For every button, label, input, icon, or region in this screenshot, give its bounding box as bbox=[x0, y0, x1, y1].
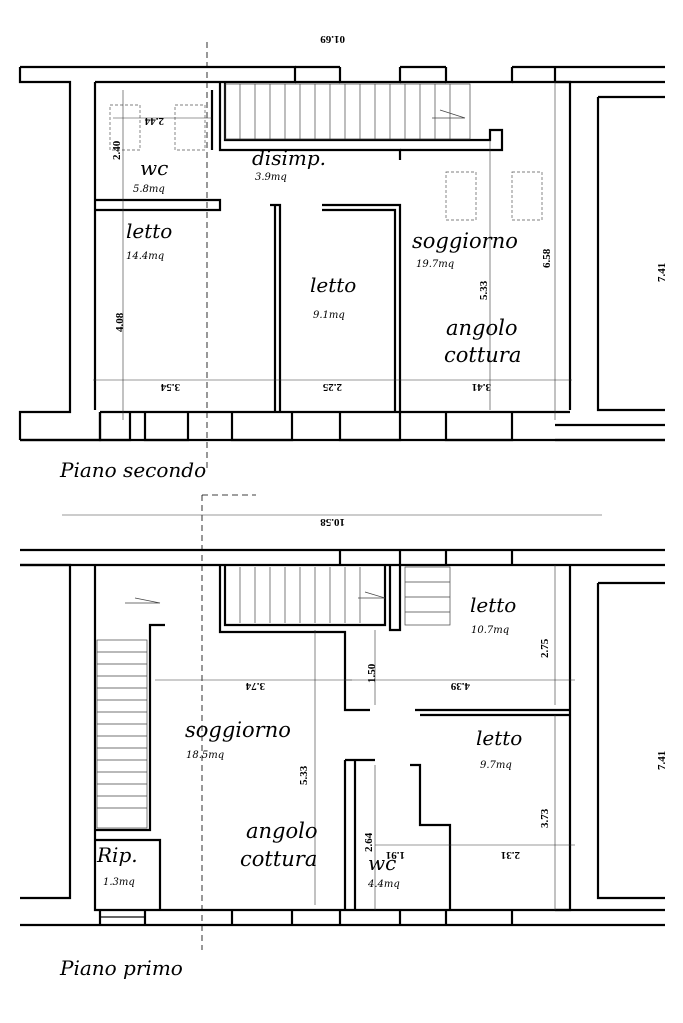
ff-rip-name: Rip. bbox=[96, 843, 138, 867]
first-floor-title: Piano primo bbox=[59, 956, 183, 980]
sf-dim-top: 01.69 bbox=[320, 33, 345, 45]
ff-dim-533: 5.33 bbox=[298, 765, 310, 785]
sf-disimp-name: disimp. bbox=[252, 146, 326, 170]
ff-letto2-name: letto bbox=[476, 726, 522, 750]
sf-angolo-line2: cottura bbox=[444, 343, 521, 367]
ff-angolo-line1: angolo bbox=[246, 819, 318, 843]
sf-wc-name: wc bbox=[140, 156, 168, 180]
sf-soggiorno-name: soggiorno bbox=[412, 229, 518, 253]
sf-dim-354: 3.54 bbox=[160, 381, 180, 393]
sf-letto2-area: 9.1mq bbox=[313, 310, 345, 321]
ff-dim-373: 3.73 bbox=[539, 808, 551, 828]
sf-wc-area: 5.8mq bbox=[133, 184, 165, 195]
ff-angolo-line2: cottura bbox=[240, 847, 317, 871]
sf-letto1-area: 14.4mq bbox=[126, 251, 164, 262]
ff-rip-area: 1.3mq bbox=[103, 877, 135, 888]
ff-dim-275: 2.75 bbox=[539, 638, 551, 658]
sf-letto2-name: letto bbox=[310, 273, 356, 297]
ff-dim-374: 3.74 bbox=[245, 680, 265, 692]
ff-soggiorno-name: soggiorno bbox=[185, 718, 291, 742]
ff-letto1-area: 10.7mq bbox=[471, 625, 509, 636]
ff-letto2-area: 9.7mq bbox=[480, 760, 512, 771]
sf-dim-658: 6.58 bbox=[541, 248, 553, 268]
sf-dim-240: 2.40 bbox=[111, 140, 123, 160]
sf-letto1-name: letto bbox=[126, 219, 172, 243]
sf-dim-225: 2.25 bbox=[322, 381, 342, 393]
sf-dim-408: 4.08 bbox=[114, 312, 126, 332]
first-floor-plan bbox=[20, 494, 665, 950]
sf-dim-741: 7.41 bbox=[656, 263, 668, 282]
ff-dim-439: 4.39 bbox=[450, 680, 470, 692]
ff-soggiorno-area: 18.5mq bbox=[186, 750, 224, 761]
ff-dim-150: 1.50 bbox=[366, 663, 378, 683]
ff-wc-name: wc bbox=[368, 851, 396, 875]
sf-dim-244: 2.44 bbox=[144, 115, 164, 127]
ff-dim-741: 7.41 bbox=[656, 751, 668, 770]
ff-dim-231: 2.31 bbox=[501, 849, 520, 861]
sf-angolo-line1: angolo bbox=[446, 316, 518, 340]
ff-dim-264: 2.64 bbox=[363, 832, 375, 852]
ff-letto1-name: letto bbox=[470, 593, 516, 617]
sf-dim-533: 5.33 bbox=[478, 280, 490, 300]
ff-dim-1058: 10.58 bbox=[320, 516, 345, 528]
sf-dim-341: 3.41 bbox=[472, 381, 491, 393]
second-floor-title: Piano secondo bbox=[59, 458, 206, 482]
ff-wc-area: 4.4mq bbox=[367, 879, 400, 890]
sf-disimp-area: 3.9mq bbox=[255, 172, 287, 183]
sf-soggiorno-area: 19.7mq bbox=[416, 259, 454, 270]
second-floor-plan bbox=[18, 42, 665, 470]
ff-dim-191: 1.91 bbox=[386, 849, 405, 861]
